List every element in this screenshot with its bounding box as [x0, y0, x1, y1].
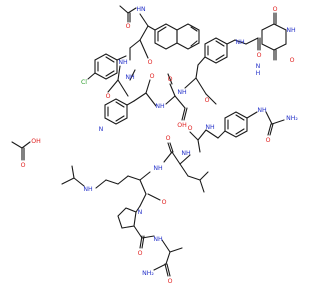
urea-group [265, 111, 285, 136]
acetic-acid [11, 141, 31, 161]
pyridine-nitrogen-label: N [99, 126, 104, 133]
acetyl-group [119, 5, 149, 27]
ring-top-oxygen-label: O [273, 6, 278, 13]
proline-ring [117, 205, 155, 249]
urea-nh-label: NH [257, 107, 267, 114]
d4b-nh-label: NH [181, 150, 191, 157]
d4-nh-label: NH [205, 124, 215, 131]
chlorine-label: Cl [81, 79, 87, 86]
aph-nh-label: NH [177, 89, 187, 96]
lys-isopropyl-nh-label: NH [83, 186, 93, 193]
lys-backbone [139, 179, 161, 207]
leu-carbonyl-oxygen-label: O [166, 135, 171, 142]
aph-backbone [184, 64, 217, 105]
molecule-canvas: O HN O NH Cl O NH [11, 5, 298, 285]
dala-carbonyl-oxygen-label: O [168, 278, 173, 285]
lys-carbonyl-oxygen-label: O [162, 199, 167, 206]
acetic-carbonyl-oxygen-label: O [21, 162, 26, 169]
hydroorotic-ring [261, 12, 287, 61]
ring-n-left-label: N [256, 63, 261, 70]
naphthalene-ring [147, 23, 200, 50]
cpa-backbone [107, 65, 136, 97]
acetyl-oxygen-label: O [126, 23, 131, 30]
cpa-nh-label: NH [125, 74, 135, 81]
proline-nitrogen-label: N [138, 209, 143, 216]
urea-nh2-label: NH₂ [286, 115, 298, 122]
acetic-hydroxyl-label: OH [31, 138, 41, 145]
ser-carbonyl-oxygen-label: O [168, 76, 173, 83]
aph-phenyl-ring [197, 37, 236, 66]
lys-side-chain [61, 165, 151, 189]
ring-bottom-oxygen-label: O [290, 57, 295, 64]
cpa-carbonyl-oxygen-label: O [106, 93, 111, 100]
leu-residue [163, 142, 209, 193]
d4-carbonyl-oxygen-label: O [188, 125, 193, 132]
leu-nh-label: NH [153, 165, 163, 172]
ring-amide-oxygen-label: O [257, 52, 262, 59]
dala-nh2-label: NH₂ [142, 270, 154, 277]
acetyl-nh-label: HN [136, 6, 146, 13]
urea-oxygen-label: O [266, 137, 271, 144]
chlorophenyl-ring [87, 53, 127, 80]
nap-carbonyl-oxygen-label: O [148, 59, 153, 66]
nap-nh-label: NH [118, 59, 128, 66]
ser-nh-label: NH [155, 103, 165, 110]
pal-backbone [133, 79, 157, 107]
ser-residue [165, 73, 188, 121]
ring-nh-right-label: NH [286, 27, 296, 34]
dala-nh-label: NH [153, 236, 163, 243]
ring-amide-link [234, 37, 261, 51]
ser-hydroxyl-label: OH [177, 122, 187, 129]
aph-carbonyl-oxygen-label: O [205, 97, 210, 104]
d4-phenyl-ring [217, 111, 258, 139]
pyridine-ring [104, 98, 135, 125]
d4-backbone [189, 129, 219, 153]
structure-diagram: O HN O NH Cl O NH [11, 5, 298, 285]
nap-backbone [129, 25, 149, 61]
ring-h-label: H [256, 70, 261, 77]
dala-residue [153, 239, 183, 277]
proline-carbonyl-oxygen-label: O [138, 250, 143, 257]
ring-amide-nh-label: NH [235, 39, 245, 46]
pal-carbonyl-oxygen-label: O [150, 73, 155, 80]
